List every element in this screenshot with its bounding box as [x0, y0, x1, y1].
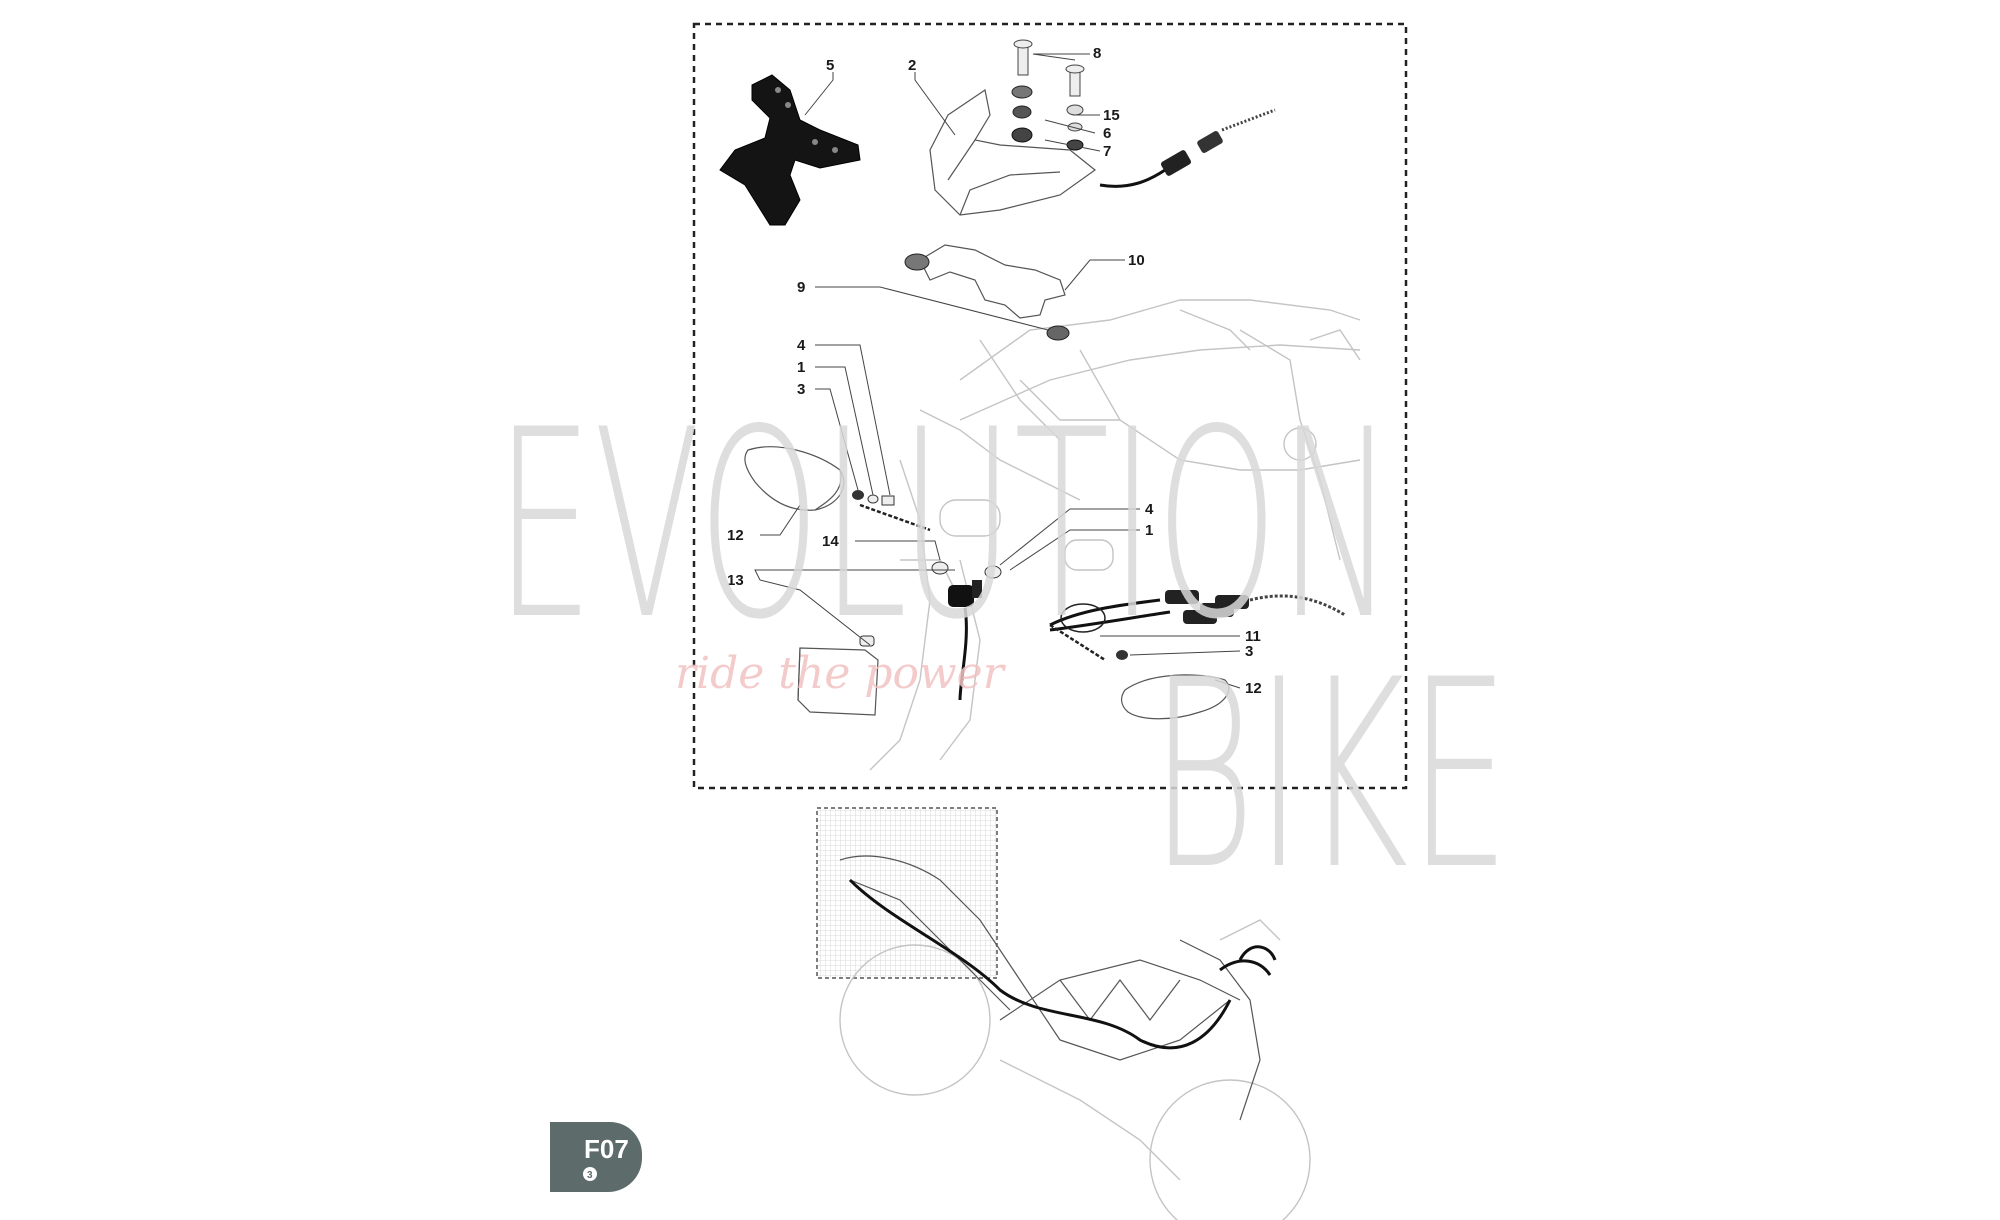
callout-1-left: 1	[797, 359, 805, 376]
locator-highlight-box	[816, 807, 998, 979]
callout-labels: 5 2 8 15 6 7 10 9 4 1 3 12 14 4 1 13 11 …	[727, 45, 1262, 697]
callout-2: 2	[908, 57, 916, 74]
detail-frame	[692, 22, 1408, 790]
watermark: EVOLUTION BIKE ride the power	[495, 375, 1510, 927]
part-14-connector	[931, 561, 982, 701]
callout-10: 10	[1128, 252, 1145, 269]
callout-12-right: 12	[1245, 680, 1262, 697]
section-code: F07	[584, 1134, 629, 1164]
callout-11: 11	[1245, 628, 1261, 645]
subframe-background-drawing	[869, 299, 1361, 771]
tail-light-connector	[1099, 108, 1276, 188]
callout-12-left: 12	[727, 527, 744, 544]
part-5-bracket	[719, 74, 861, 226]
callout-3-left: 3	[797, 381, 805, 398]
callout-13: 13	[727, 572, 744, 589]
watermark-word-line2: BIKE	[1150, 625, 1510, 927]
callout-4-left: 4	[797, 337, 806, 354]
part-12-right-indicator	[1049, 623, 1230, 720]
callout-leaders	[754, 53, 1241, 689]
callout-5: 5	[826, 57, 834, 74]
part-13-plate-light	[797, 635, 879, 716]
section-badge: F07 3	[550, 1122, 642, 1192]
part-11-wiring	[984, 565, 1346, 660]
motorcycle-locator-drawing	[839, 855, 1311, 1220]
part-10-bracket	[904, 244, 1070, 341]
part-2-tail-cover	[929, 88, 1096, 216]
callout-4-right: 4	[1145, 501, 1154, 518]
section-sub: 3	[587, 1170, 593, 1181]
callout-14: 14	[822, 533, 839, 550]
callout-7: 7	[1103, 143, 1111, 160]
part-12-left-indicator	[744, 446, 931, 532]
callout-8: 8	[1093, 45, 1101, 62]
callout-1-right: 1	[1145, 522, 1153, 539]
callout-15: 15	[1103, 107, 1120, 124]
callout-9: 9	[797, 279, 805, 296]
callout-6: 6	[1103, 125, 1111, 142]
watermark-word-line1: EVOLUTION	[495, 375, 1395, 677]
callout-3-right: 3	[1245, 643, 1253, 660]
fastener-stack	[1011, 39, 1085, 151]
watermark-tagline: ride the power	[675, 648, 1007, 699]
